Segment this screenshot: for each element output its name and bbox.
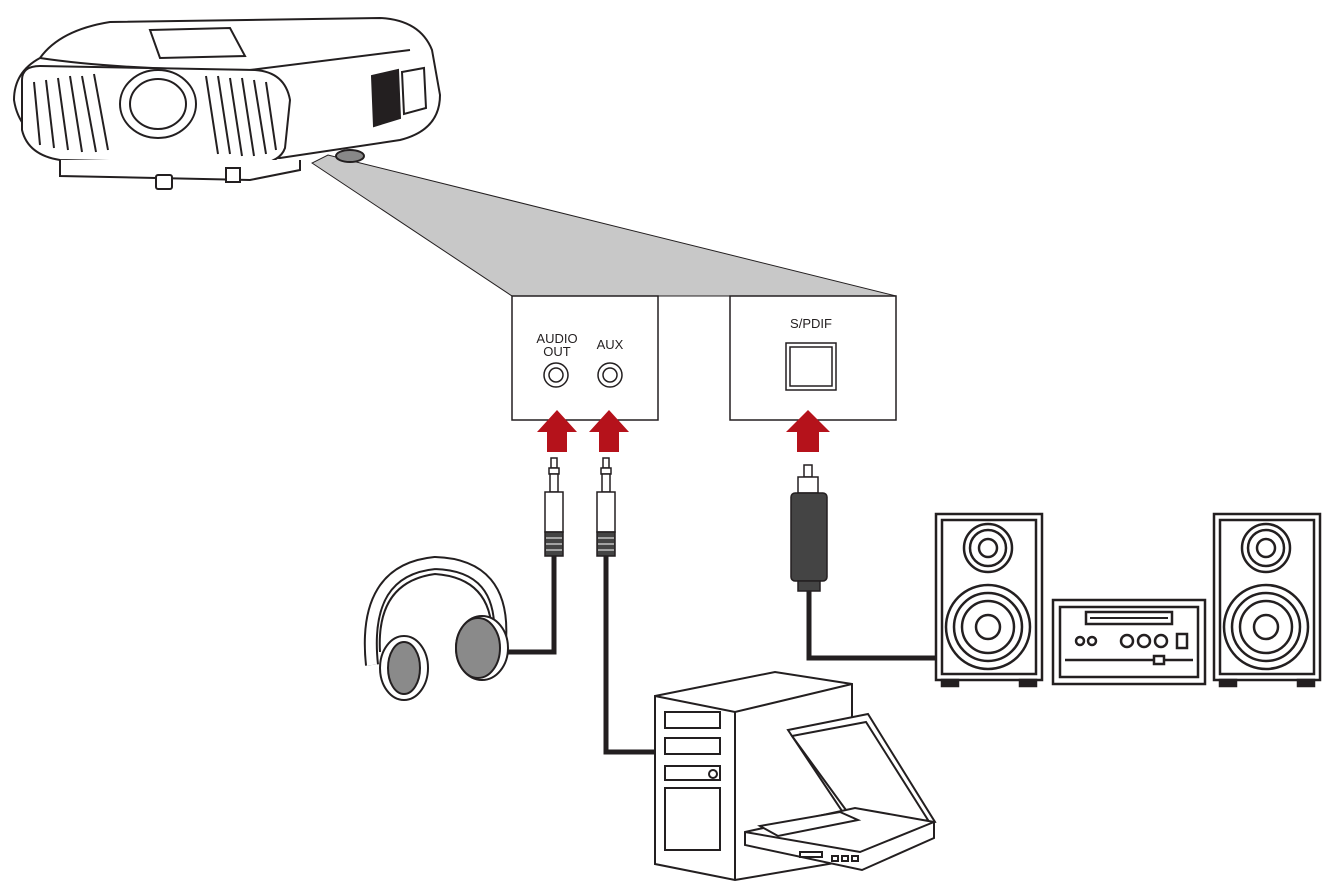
arrow-up-icon <box>786 410 830 452</box>
arrow-up-icon <box>537 410 577 452</box>
cable-headphones <box>508 556 557 655</box>
cable-pc <box>603 556 662 755</box>
optical-plug-icon <box>790 464 828 592</box>
spdif-label: S/PDIF <box>790 316 832 331</box>
aux-port-icon <box>597 362 623 388</box>
cable-speaker <box>806 591 938 661</box>
speaker-icon <box>1212 512 1322 688</box>
port-panel-left: AUDIO OUT AUX <box>511 295 659 421</box>
speaker-icon <box>934 512 1044 688</box>
laptop-icon <box>744 712 937 872</box>
headphones-icon <box>363 555 509 701</box>
audio-out-label-line1: AUDIO <box>536 331 577 346</box>
callout-wedge <box>311 154 897 297</box>
aux-label: AUX <box>597 337 624 352</box>
audio-jack-icon <box>596 457 616 557</box>
projector-icon <box>12 16 442 190</box>
port-panel-right: S/PDIF <box>729 295 897 421</box>
audio-out-port-icon <box>543 362 569 388</box>
stereo-receiver-icon <box>1051 598 1207 686</box>
audio-jack-icon <box>544 457 564 557</box>
spdif-port-icon <box>785 342 837 391</box>
audio-out-label-line2: OUT <box>543 344 571 359</box>
arrow-up-icon <box>589 410 629 452</box>
